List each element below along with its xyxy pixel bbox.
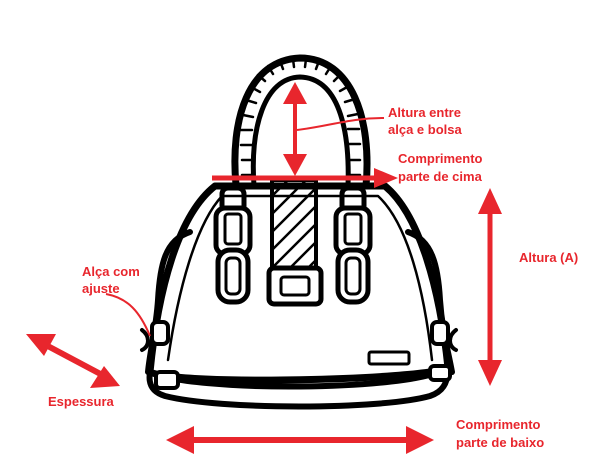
handle-height-leader — [296, 117, 385, 131]
label-bottom-length: Comprimento parte de baixo — [456, 417, 544, 450]
left-strap-ring — [140, 320, 170, 352]
bag-handle — [231, 54, 371, 190]
label-top-length-l2: parte de cima — [398, 169, 483, 184]
left-clasp — [213, 185, 253, 305]
label-top-length: Comprimento parte de cima — [398, 151, 486, 184]
bottom-length-arrow — [166, 426, 434, 454]
label-bottom-length-l1: Comprimento — [456, 417, 541, 432]
adjustable-strap-leader — [105, 293, 151, 337]
strap-buckle — [266, 265, 324, 307]
label-adjustable-strap-l2: ajuste — [82, 281, 120, 296]
label-bottom-length-l2: parte de baixo — [456, 435, 544, 450]
height-a-arrow — [478, 188, 502, 386]
bottom-right-strap-tab — [428, 364, 452, 382]
annotations — [26, 82, 502, 454]
right-strap-ring — [430, 320, 458, 352]
label-handle-height: Altura entre alça e bolsa — [388, 105, 465, 137]
bottom-left-strap-tab — [154, 370, 180, 390]
right-clasp — [333, 185, 373, 305]
label-adjustable-strap-l1: Alça com — [82, 264, 140, 279]
label-handle-height-l1: Altura entre — [388, 105, 461, 120]
thickness-arrow — [26, 334, 120, 388]
logo-plate — [367, 350, 411, 366]
label-height-a: Altura (A) — [519, 250, 578, 265]
label-thickness: Espessura — [48, 394, 115, 409]
bag-body — [146, 182, 452, 384]
bag-base — [146, 365, 451, 410]
top-length-arrow — [212, 168, 398, 188]
handbag-illustration — [140, 54, 458, 410]
label-handle-height-l2: alça e bolsa — [388, 122, 462, 137]
label-top-length-l1: Comprimento — [398, 151, 483, 166]
label-adjustable-strap: Alça com ajuste — [82, 264, 143, 296]
handle-height-arrow — [283, 82, 307, 176]
